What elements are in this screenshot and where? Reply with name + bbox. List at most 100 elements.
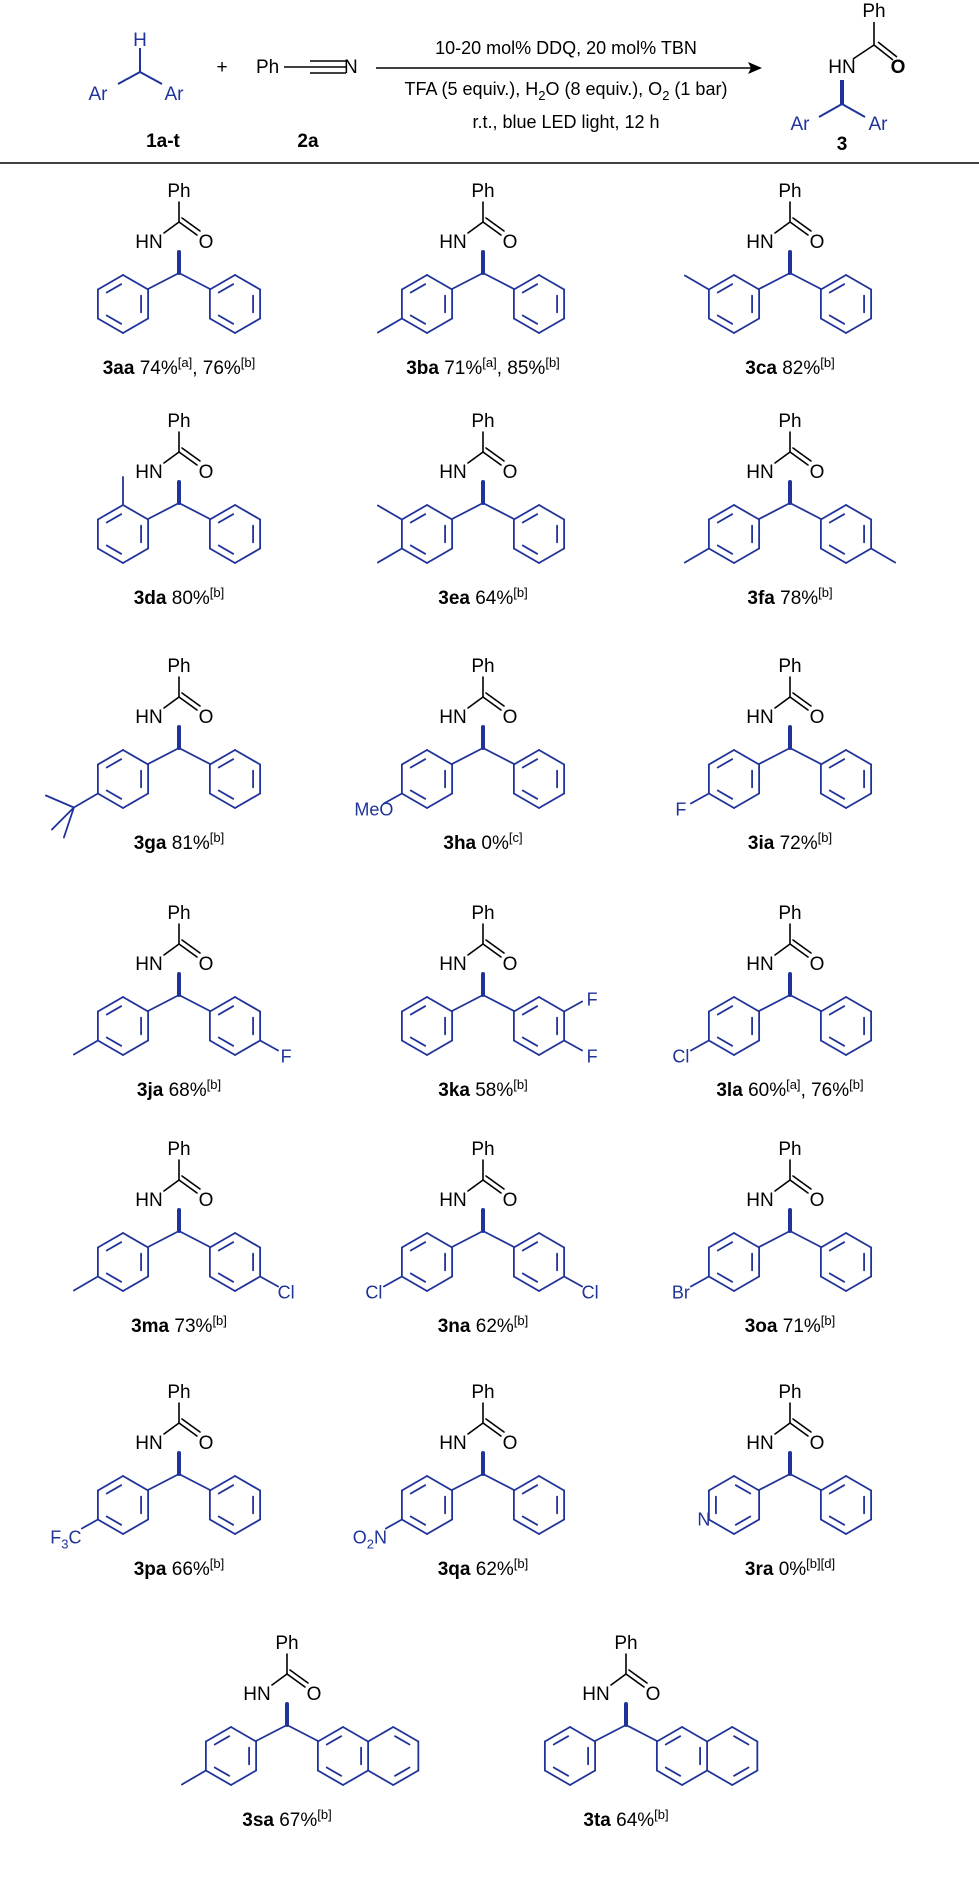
plus-sign: + bbox=[216, 57, 227, 78]
carbonyl-o-label: O bbox=[307, 1684, 322, 1705]
product-ar-right: Ar bbox=[869, 114, 889, 135]
nh-label: HN bbox=[439, 462, 466, 483]
substituent-label: F3C bbox=[50, 1528, 81, 1552]
phenyl-label: Ph bbox=[275, 1633, 298, 1654]
compound-caption: 3fa 78%[b] bbox=[747, 585, 832, 609]
phenyl-label: Ph bbox=[167, 903, 190, 924]
compound-caption: 3ba 71%[a], 85%[b] bbox=[406, 355, 560, 379]
phenyl-label: Ph bbox=[471, 656, 494, 677]
conditions-line2: TFA (5 equiv.), H2O (8 equiv.), O2 (1 ba… bbox=[405, 79, 728, 103]
phenyl-label: Ph bbox=[471, 411, 494, 432]
carbonyl-o-label: O bbox=[810, 1433, 825, 1454]
compound-caption: 3ra 0%[b][d] bbox=[745, 1556, 835, 1580]
compound-caption: 3aa 74%[a], 76%[b] bbox=[103, 355, 256, 379]
carbonyl-o-label: O bbox=[199, 1190, 214, 1211]
compound-caption: 3ea 64%[b] bbox=[438, 585, 527, 609]
nh-label: HN bbox=[439, 1190, 466, 1211]
phenyl-label: Ph bbox=[614, 1633, 637, 1654]
carbonyl-o-label: O bbox=[199, 232, 214, 253]
compound-caption: 3qa 62%[b] bbox=[438, 1556, 529, 1580]
carbonyl-o-label: O bbox=[810, 232, 825, 253]
carbonyl-o-label: O bbox=[646, 1684, 661, 1705]
product-o: O bbox=[891, 57, 906, 78]
substituent-label: MeO bbox=[354, 800, 393, 820]
compound-caption: 3sa 67%[b] bbox=[242, 1807, 331, 1831]
nh-label: HN bbox=[746, 232, 773, 253]
nitrile-triple-bond bbox=[284, 60, 346, 74]
carbonyl-o-label: O bbox=[503, 954, 518, 975]
nh-label: HN bbox=[439, 954, 466, 975]
product-ph: Ph bbox=[862, 1, 885, 22]
nh-label: HN bbox=[439, 1433, 466, 1454]
phenyl-label: Ph bbox=[167, 1139, 190, 1160]
compound-caption: 3oa 71%[b] bbox=[745, 1313, 836, 1337]
nh-label: HN bbox=[135, 707, 162, 728]
conditions-line1: 10-20 mol% DDQ, 20 mol% TBN bbox=[435, 38, 697, 58]
phenyl-label: Ph bbox=[471, 903, 494, 924]
substituent-label: Br bbox=[672, 1283, 690, 1303]
phenyl-label: Ph bbox=[778, 1139, 801, 1160]
pyridine-n: N bbox=[697, 1510, 710, 1530]
substituent-label: F bbox=[587, 990, 598, 1010]
phenyl-label: Ph bbox=[778, 411, 801, 432]
compound-caption: 3ha 0%[c] bbox=[443, 830, 522, 854]
compound-caption: 3pa 66%[b] bbox=[134, 1556, 225, 1580]
phenyl-label: Ph bbox=[778, 181, 801, 202]
compound-caption: 3ka 58%[b] bbox=[438, 1077, 527, 1101]
nh-label: HN bbox=[135, 462, 162, 483]
product-amide-bonds bbox=[852, 22, 898, 61]
reactant1-ar-right: Ar bbox=[165, 84, 185, 105]
phenyl-label: Ph bbox=[167, 181, 190, 202]
reaction-arrow bbox=[376, 62, 762, 74]
carbonyl-o-label: O bbox=[503, 1190, 518, 1211]
nh-label: HN bbox=[135, 1433, 162, 1454]
carbonyl-o-label: O bbox=[199, 462, 214, 483]
product-hn: HN bbox=[828, 57, 855, 78]
conditions-line3: r.t., blue LED light, 12 h bbox=[472, 112, 659, 132]
substituent-label: Cl bbox=[672, 1047, 689, 1067]
nh-label: HN bbox=[746, 1190, 773, 1211]
phenyl-label: Ph bbox=[778, 1382, 801, 1403]
product-ar-left: Ar bbox=[791, 114, 811, 135]
phenyl-label: Ph bbox=[471, 1382, 494, 1403]
carbonyl-o-label: O bbox=[810, 1190, 825, 1211]
nh-label: HN bbox=[439, 707, 466, 728]
phenyl-label: Ph bbox=[167, 656, 190, 677]
phenyl-label: Ph bbox=[167, 1382, 190, 1403]
compound-caption: 3na 62%[b] bbox=[438, 1313, 529, 1337]
phenyl-label: Ph bbox=[778, 656, 801, 677]
carbonyl-o-label: O bbox=[503, 232, 518, 253]
product-core-bonds bbox=[818, 80, 866, 118]
compound-caption: 3ia 72%[b] bbox=[748, 830, 832, 854]
carbonyl-o-label: O bbox=[810, 462, 825, 483]
carbonyl-o-label: O bbox=[810, 707, 825, 728]
carbonyl-o-label: O bbox=[503, 462, 518, 483]
compound-caption: 3da 80%[b] bbox=[134, 585, 225, 609]
nh-label: HN bbox=[746, 1433, 773, 1454]
carbonyl-o-label: O bbox=[810, 954, 825, 975]
substituent-label: Cl bbox=[365, 1283, 382, 1303]
reactant1-h: H bbox=[133, 30, 147, 51]
nh-label: HN bbox=[746, 707, 773, 728]
phenyl-label: Ph bbox=[471, 1139, 494, 1160]
reactant2-label: 2a bbox=[297, 131, 319, 152]
reactant1-ar-left: Ar bbox=[89, 84, 109, 105]
phenyl-label: Ph bbox=[167, 411, 190, 432]
nh-label: HN bbox=[243, 1684, 270, 1705]
